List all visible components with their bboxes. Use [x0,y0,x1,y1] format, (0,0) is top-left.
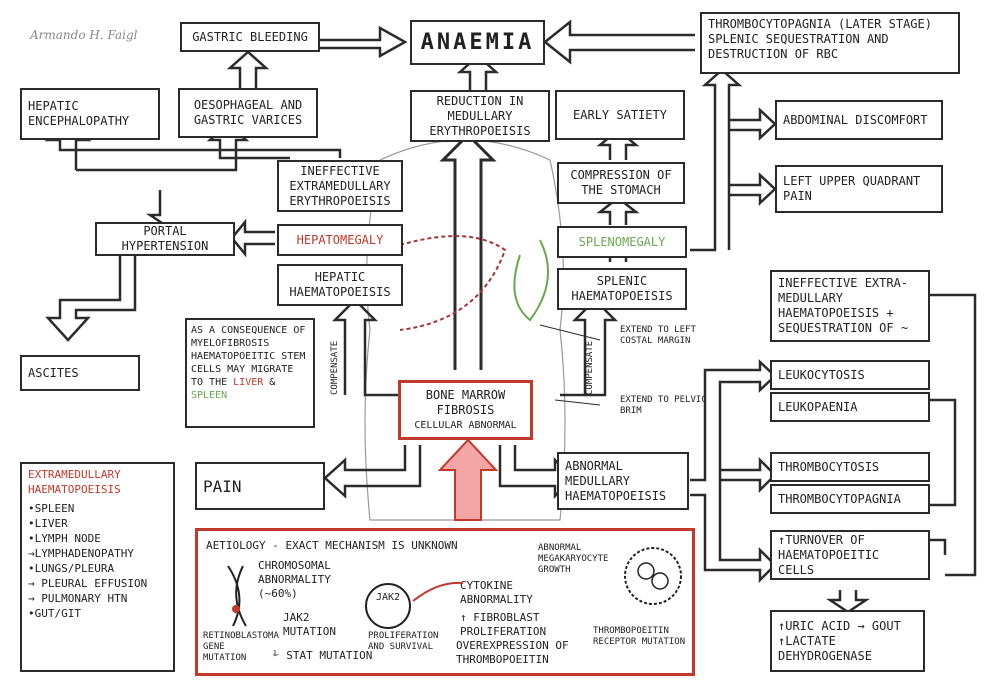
hepatic-encephalopathy-box: HEPATIC ENCEPHALOPATHY [20,88,160,140]
spleen-word: SPLEEN [191,390,228,401]
overexpression-text: OVEREXPRESSION OF THROMBOPOEITIN [456,639,569,666]
leukocytosis-box: LEUKOCYTOSIS [770,360,930,390]
author-signature: Armando H. Faigl [30,28,138,42]
luq-pain-box: LEFT UPPER QUADRANT PAIN [775,165,943,213]
ineffective-extra-box: INEFFECTIVE EXTRA-MEDULLARY HAEMATOPOEIS… [770,270,930,342]
amp-word: & [269,377,276,388]
aetiology-sketch [227,547,682,629]
abnormal-medullary-box: ABNORMAL MEDULLARY HAEMATOPOEISIS [557,452,689,510]
leukopaenia-box: LEUKOPAENIA [770,392,930,422]
compression-box: COMPRESSION OF THE STOMACH [557,162,685,204]
lab-box: ↑URIC ACID → GOUT ↑LACTATE DEHYDROGENASE [770,610,925,672]
ineffective-erythro-box: INEFFECTIVE EXTRAMEDULLARY ERYTHROPOEISI… [277,160,403,212]
abdominal-discomfort-box: ABDOMINAL DISCOMFORT [775,100,943,140]
extramedullary-box: EXTRAMEDULLARY HAEMATOPOEISIS •SPLEEN •L… [20,462,175,672]
varices-box: OESOPHAGEAL AND GASTRIC VARICES [178,88,318,138]
center-line-1: BONE MARROW [425,387,506,402]
extramed-item: •GUT/GIT [28,607,81,620]
aetiology-box: AETIOLOGY - EXACT MECHANISM IS UNKNOWN C… [195,528,695,676]
lactate-text: ↑LACTATE DEHYDROGENASE [778,633,872,663]
hepatomegaly-box: HEPATOMEGALY [277,224,403,256]
megakaryocyte-text: ABNORMAL MEGAKARYOCYTE GROWTH [538,543,609,575]
fibroblast-text: ↑ FIBROBLAST PROLIFERATION [460,611,547,638]
extramedullary-title: EXTRAMEDULLARY HAEMATOPOEISIS [28,468,121,496]
extramed-item: •LIVER [28,517,68,530]
thrombocytopagnia-stage-box: THROMBOCYTOPAGNIA (LATER STAGE) SPLENIC … [700,12,960,74]
extramed-item: →LYMPHADENOPATHY [28,547,134,560]
compensate-left-label: COMPENSATE [330,340,340,395]
gastric-bleeding-box: GASTRIC BLEEDING [180,22,320,52]
bone-marrow-fibrosis-box: BONE MARROW FIBROSIS CELLULAR ABNORMAL [398,380,533,440]
thrombo-stage-text: THROMBOCYTOPAGNIA (LATER STAGE) [708,17,932,31]
reduction-box: REDUCTION IN MEDULLARY ERYTHROPOEISIS [410,90,550,142]
extramed-item: •SPLEEN [28,502,75,515]
consequence-text: AS A CONSEQUENCE OF MYELOFIBROSIS HAEMAT… [191,325,306,388]
extend-pelvic-note: EXTEND TO PELVIC BRIM [620,395,707,416]
extramed-item: → PULMONARY HTN [28,592,128,605]
splenomegaly-box: SPLENOMEGALY [557,226,687,258]
center-line-3: CELLULAR ABNORMAL [414,419,517,431]
stat-mutation-text: ⅟ STAT MUTATION [273,649,373,662]
liver-word: LIVER [233,377,264,388]
compensate-right-label: COMPENSATE [585,340,595,395]
early-satiety-box: EARLY SATIETY [555,90,685,140]
jak2-label: JAK2 [376,592,401,603]
ascites-box: ASCITES [20,355,140,391]
extramed-item: •LUNGS/PLEURA [28,562,115,575]
pain-box: PAIN [195,462,325,510]
hepatic-haematopoeisis-box: HEPATIC HAEMATOPOEISIS [277,264,403,306]
thrombocytopagnia-box: THROMBOCYTOPAGNIA [770,484,930,514]
thrombopoeitin-receptor-text: THROMBOPOEITIN RECEPTOR MUTATION [593,626,686,647]
splenic-seq-text: SPLENIC SEQUESTRATION AND DESTRUCTION OF… [708,32,889,61]
uric-acid-text: ↑URIC ACID → GOUT [778,618,901,633]
aetiology-title: AETIOLOGY - EXACT MECHANISM IS UNKNOWN [206,539,458,552]
consequence-note: AS A CONSEQUENCE OF MYELOFIBROSIS HAEMAT… [185,318,315,428]
jak2-mutation-text: JAK2 MUTATION [283,611,336,638]
thrombocytosis-box: THROMBOCYTOSIS [770,452,930,482]
portal-hypertension-box: PORTAL HYPERTENSION [95,222,235,256]
extramed-item: → PLEURAL EFFUSION [28,577,148,590]
anaemia-box: ANAEMIA [410,20,545,65]
turnover-box: ↑TURNOVER OF HAEMATOPOEITIC CELLS [770,530,930,580]
retinoblastoma-text: RETINOBLASTOMA GENE MUTATION [203,631,279,663]
extramedullary-list: •SPLEEN •LIVER •LYMPH NODE →LYMPHADENOPA… [28,501,147,621]
chromosomal-text: CHROMOSOMAL ABNORMALITY (~60%) [258,559,331,600]
cytokine-text: CYTOKINE ABNORMALITY [460,579,533,606]
proliferation-text: PROLIFERATION AND SURVIVAL [368,631,439,652]
splenic-haematopoeisis-box: SPLENIC HAEMATOPOEISIS [557,268,687,310]
center-line-2: FIBROSIS [436,402,495,417]
extramed-item: •LYMPH NODE [28,532,101,545]
extend-costal-note: EXTEND TO LEFT COSTAL MARGIN [620,325,696,346]
